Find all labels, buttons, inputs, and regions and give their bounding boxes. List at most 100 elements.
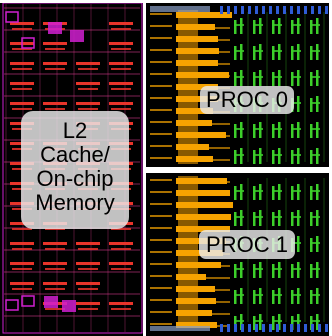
proc-cell bbox=[272, 20, 275, 34]
proc-cell bbox=[253, 154, 263, 156]
proc-cell bbox=[234, 150, 237, 164]
proc-cell bbox=[253, 212, 256, 226]
bus-block bbox=[176, 226, 230, 232]
proc-cell bbox=[310, 294, 320, 296]
l2-cell-row bbox=[12, 68, 32, 70]
l2-cell-row bbox=[76, 302, 100, 305]
proc-cell bbox=[234, 72, 237, 86]
proc-cell bbox=[310, 290, 313, 304]
proc-cell bbox=[291, 50, 301, 52]
l2-label-line-2: Cache/ bbox=[40, 142, 110, 167]
blue-io-cell bbox=[248, 6, 251, 14]
l2-cell-row bbox=[12, 108, 32, 110]
l2-cell-row bbox=[45, 288, 65, 290]
proc-cell bbox=[272, 72, 275, 86]
l2-cell-row bbox=[12, 28, 32, 30]
bus-wire bbox=[206, 15, 230, 17]
proc-cell bbox=[272, 186, 275, 200]
l2-cell-row bbox=[45, 68, 65, 70]
bus-wire bbox=[206, 301, 230, 303]
l2-cell-row bbox=[109, 262, 133, 265]
l2-cell-row bbox=[12, 268, 32, 270]
bus-wire bbox=[206, 205, 230, 207]
l2-cell-row bbox=[111, 248, 131, 250]
proc-cell bbox=[272, 150, 275, 164]
bus-wire bbox=[150, 251, 172, 253]
proc-cell bbox=[272, 24, 282, 26]
l2-cell-row bbox=[109, 62, 133, 65]
l2-cell-row bbox=[78, 88, 98, 90]
blue-io-cell bbox=[269, 6, 272, 14]
bus-wire bbox=[150, 239, 172, 241]
proc-cell bbox=[234, 50, 244, 52]
proc-cell bbox=[272, 212, 275, 226]
bus-wire bbox=[150, 37, 172, 39]
proc-cell bbox=[272, 190, 282, 192]
proc-cell bbox=[253, 264, 256, 278]
proc-cell bbox=[272, 46, 275, 60]
l2-cell-row bbox=[76, 242, 100, 245]
l2-cell-row bbox=[111, 308, 131, 310]
l2-cell-row bbox=[10, 62, 34, 65]
proc-cell bbox=[234, 20, 237, 34]
bus-wire bbox=[150, 61, 172, 63]
blue-io-cell bbox=[234, 324, 237, 332]
proc-cell bbox=[253, 76, 263, 78]
proc-cell bbox=[291, 216, 301, 218]
blue-io-cell bbox=[248, 324, 251, 332]
proc-cell bbox=[234, 154, 244, 156]
bus-wire bbox=[150, 227, 172, 229]
proc-cell bbox=[291, 24, 301, 26]
bus-block bbox=[176, 190, 230, 196]
proc-cell bbox=[234, 186, 237, 200]
bus-wire bbox=[150, 73, 172, 75]
proc-cell bbox=[291, 212, 294, 226]
l2-cell-row bbox=[76, 62, 100, 65]
l2-cell-row bbox=[12, 288, 32, 290]
proc-cell bbox=[253, 186, 256, 200]
blue-io-cell bbox=[276, 324, 279, 332]
l2-cell-row bbox=[109, 102, 133, 105]
blue-io-cell bbox=[262, 324, 265, 332]
bus-wire bbox=[150, 323, 172, 325]
proc-cell bbox=[234, 24, 244, 26]
proc-cell bbox=[291, 102, 301, 104]
bus-block bbox=[176, 178, 227, 184]
l2-magenta-block bbox=[44, 296, 58, 308]
l2-cell-row bbox=[10, 282, 34, 285]
blue-io-cell bbox=[269, 324, 272, 332]
blue-io-cell bbox=[318, 324, 321, 332]
l2-cell-row bbox=[78, 108, 98, 110]
bus-wire bbox=[150, 25, 172, 27]
bus-wire bbox=[206, 313, 230, 315]
blue-io-cell bbox=[304, 6, 307, 14]
l2-cell-row bbox=[12, 48, 32, 50]
proc-cell bbox=[272, 124, 275, 138]
proc-cell bbox=[272, 268, 282, 270]
bus-spine bbox=[178, 10, 198, 164]
bus-block bbox=[176, 322, 217, 328]
proc-cell bbox=[253, 294, 263, 296]
proc-cell bbox=[310, 150, 313, 164]
proc0-label: PROC 0 bbox=[200, 86, 294, 114]
l2-cell-row bbox=[109, 302, 133, 305]
l2-cell-row bbox=[78, 68, 98, 70]
proc-cell bbox=[253, 124, 256, 138]
blue-io-cell bbox=[283, 6, 286, 14]
blue-io-cell bbox=[311, 6, 314, 14]
proc-cell bbox=[291, 154, 301, 156]
bus-spine bbox=[178, 176, 198, 324]
l2-cell-row bbox=[45, 268, 65, 270]
blue-io-cell bbox=[297, 6, 300, 14]
proc-cell bbox=[310, 50, 320, 52]
l2-cell-row bbox=[43, 242, 67, 245]
proc-cell bbox=[234, 76, 244, 78]
proc-cell bbox=[234, 320, 244, 322]
proc-cell bbox=[253, 46, 256, 60]
bus-block bbox=[176, 132, 226, 138]
proc-cell bbox=[272, 264, 275, 278]
proc-cell bbox=[291, 20, 294, 34]
blue-io-cell bbox=[318, 6, 321, 14]
l2-cell-row bbox=[12, 248, 32, 250]
bus-wire bbox=[150, 133, 172, 135]
